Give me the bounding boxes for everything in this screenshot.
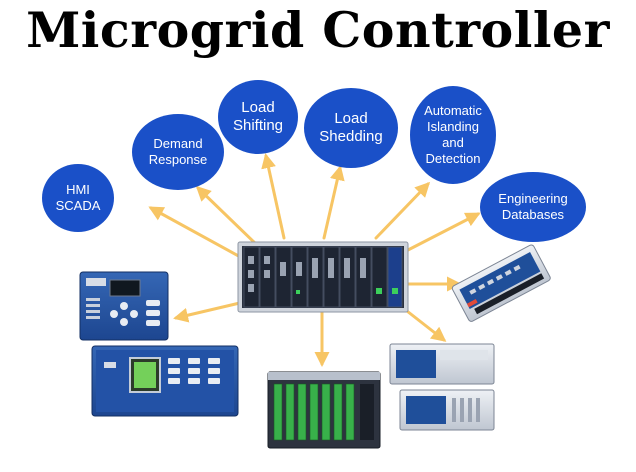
bubble-demand-response-label: Demand Response	[148, 136, 208, 167]
bubble-hmi-scada-label: HMI SCADA	[55, 182, 101, 213]
bubble-automatic-islanding: Automatic Islanding and Detection	[410, 86, 496, 184]
bubble-automatic-islanding-label: Automatic Islanding and Detection	[424, 103, 482, 166]
relay-keypad-device	[79, 271, 169, 341]
io-module-device	[451, 244, 551, 322]
arrow-to-relay-devices	[173, 300, 246, 323]
server-units-device	[389, 343, 495, 431]
arrow-to-hmi-scada	[148, 206, 246, 261]
arrow-to-load-shifting	[261, 153, 286, 240]
io-rack-device	[267, 371, 381, 449]
arrows	[148, 153, 481, 367]
arrow-to-load-shedding	[322, 165, 345, 240]
bubble-demand-response: Demand Response	[132, 114, 224, 190]
bubble-hmi-scada: HMI SCADA	[42, 164, 114, 232]
page-title: Microgrid Controller	[26, 1, 610, 59]
bubble-load-shedding: Load Shedding	[304, 88, 398, 168]
bubble-load-shedding-label: Load Shedding	[319, 110, 383, 145]
bubble-engineering-databases: Engineering Databases	[480, 172, 586, 242]
arrow-to-demand-response	[195, 185, 258, 246]
relay-display-device	[91, 345, 239, 417]
central-controller-rack	[237, 241, 409, 313]
arrow-to-automatic-islanding	[374, 181, 431, 240]
bubble-engineering-databases-label: Engineering Databases	[498, 191, 568, 222]
bubble-load-shifting: Load Shifting	[218, 80, 298, 154]
bubble-load-shifting-label: Load Shifting	[232, 99, 284, 134]
arrow-to-engineering-databases	[406, 212, 481, 252]
